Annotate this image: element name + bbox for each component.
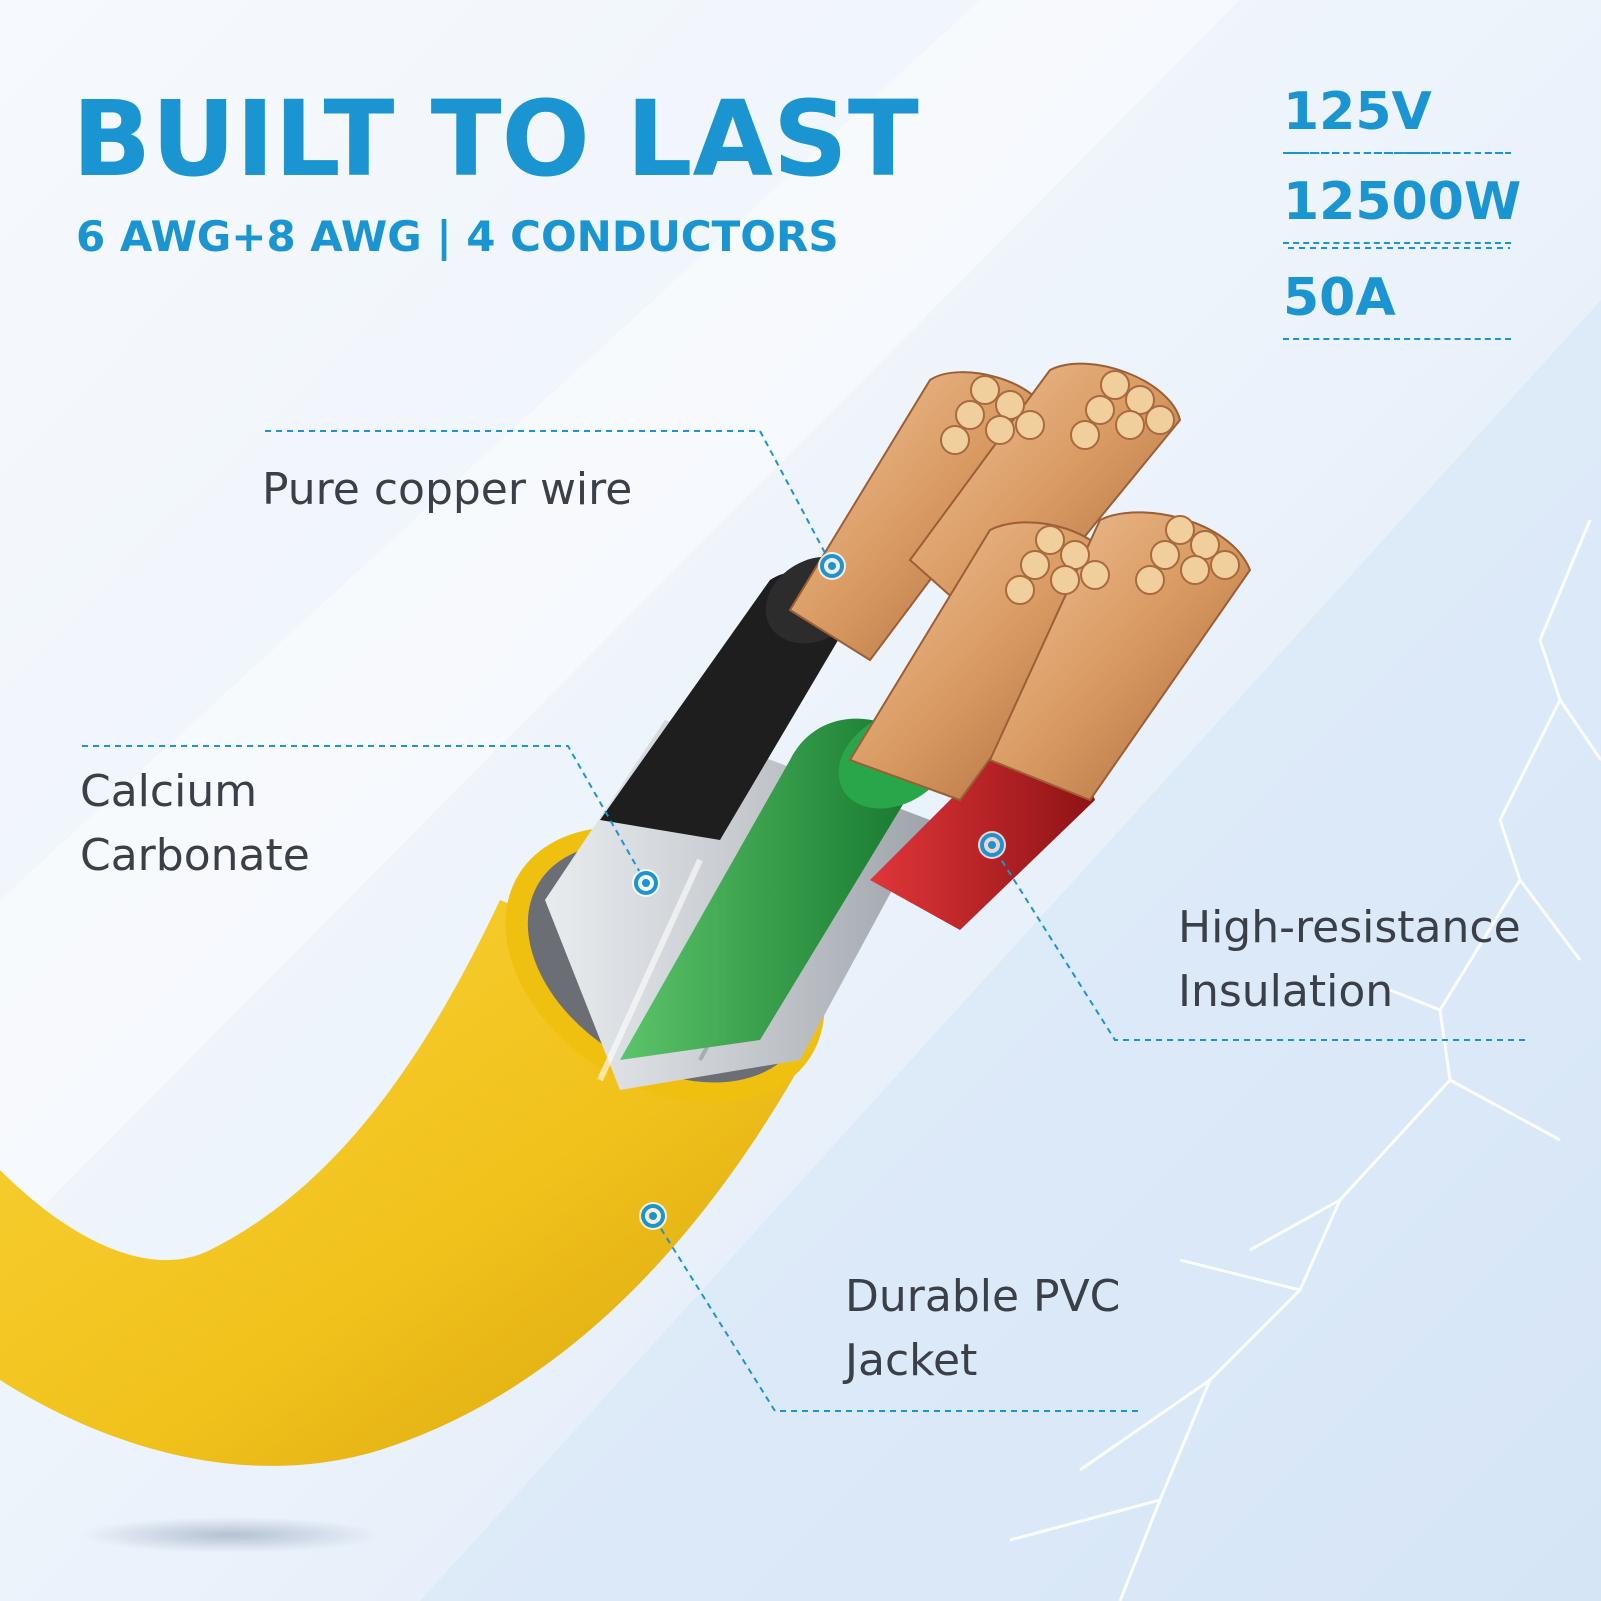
callout-label: Insulation — [1178, 966, 1394, 1017]
callout-label: Pure copper wire — [262, 464, 633, 515]
spec-voltage: 125V — [1283, 82, 1511, 154]
callout-copper-wire: Pure copper wire — [262, 458, 632, 522]
callout-label: Durable PVC — [845, 1271, 1121, 1322]
target-dot-icon — [639, 1202, 667, 1230]
target-dot-icon — [978, 831, 1006, 859]
callout-calcium-carbonate: Calcium Carbonate — [80, 760, 310, 888]
target-dot-icon — [818, 552, 846, 580]
target-dot-icon — [632, 869, 660, 897]
callout-pvc-jacket: Durable PVC Jacket — [845, 1265, 1120, 1393]
callout-label: Jacket — [845, 1335, 978, 1386]
callout-insulation: High-resistance Insulation — [1178, 896, 1521, 1024]
page-subtitle: 6 AWG+8 AWG | 4 CONDUCTORS — [76, 212, 839, 261]
lightning-icon — [1009, 519, 1601, 1601]
callout-label: Calcium — [80, 766, 258, 817]
spec-wattage: 12500W — [1283, 172, 1521, 244]
spec-amperage: 50A — [1283, 268, 1511, 340]
page-title: BUILT TO LAST — [72, 78, 919, 200]
callout-label: High-resistance — [1178, 902, 1521, 953]
callout-label: Carbonate — [80, 830, 310, 881]
